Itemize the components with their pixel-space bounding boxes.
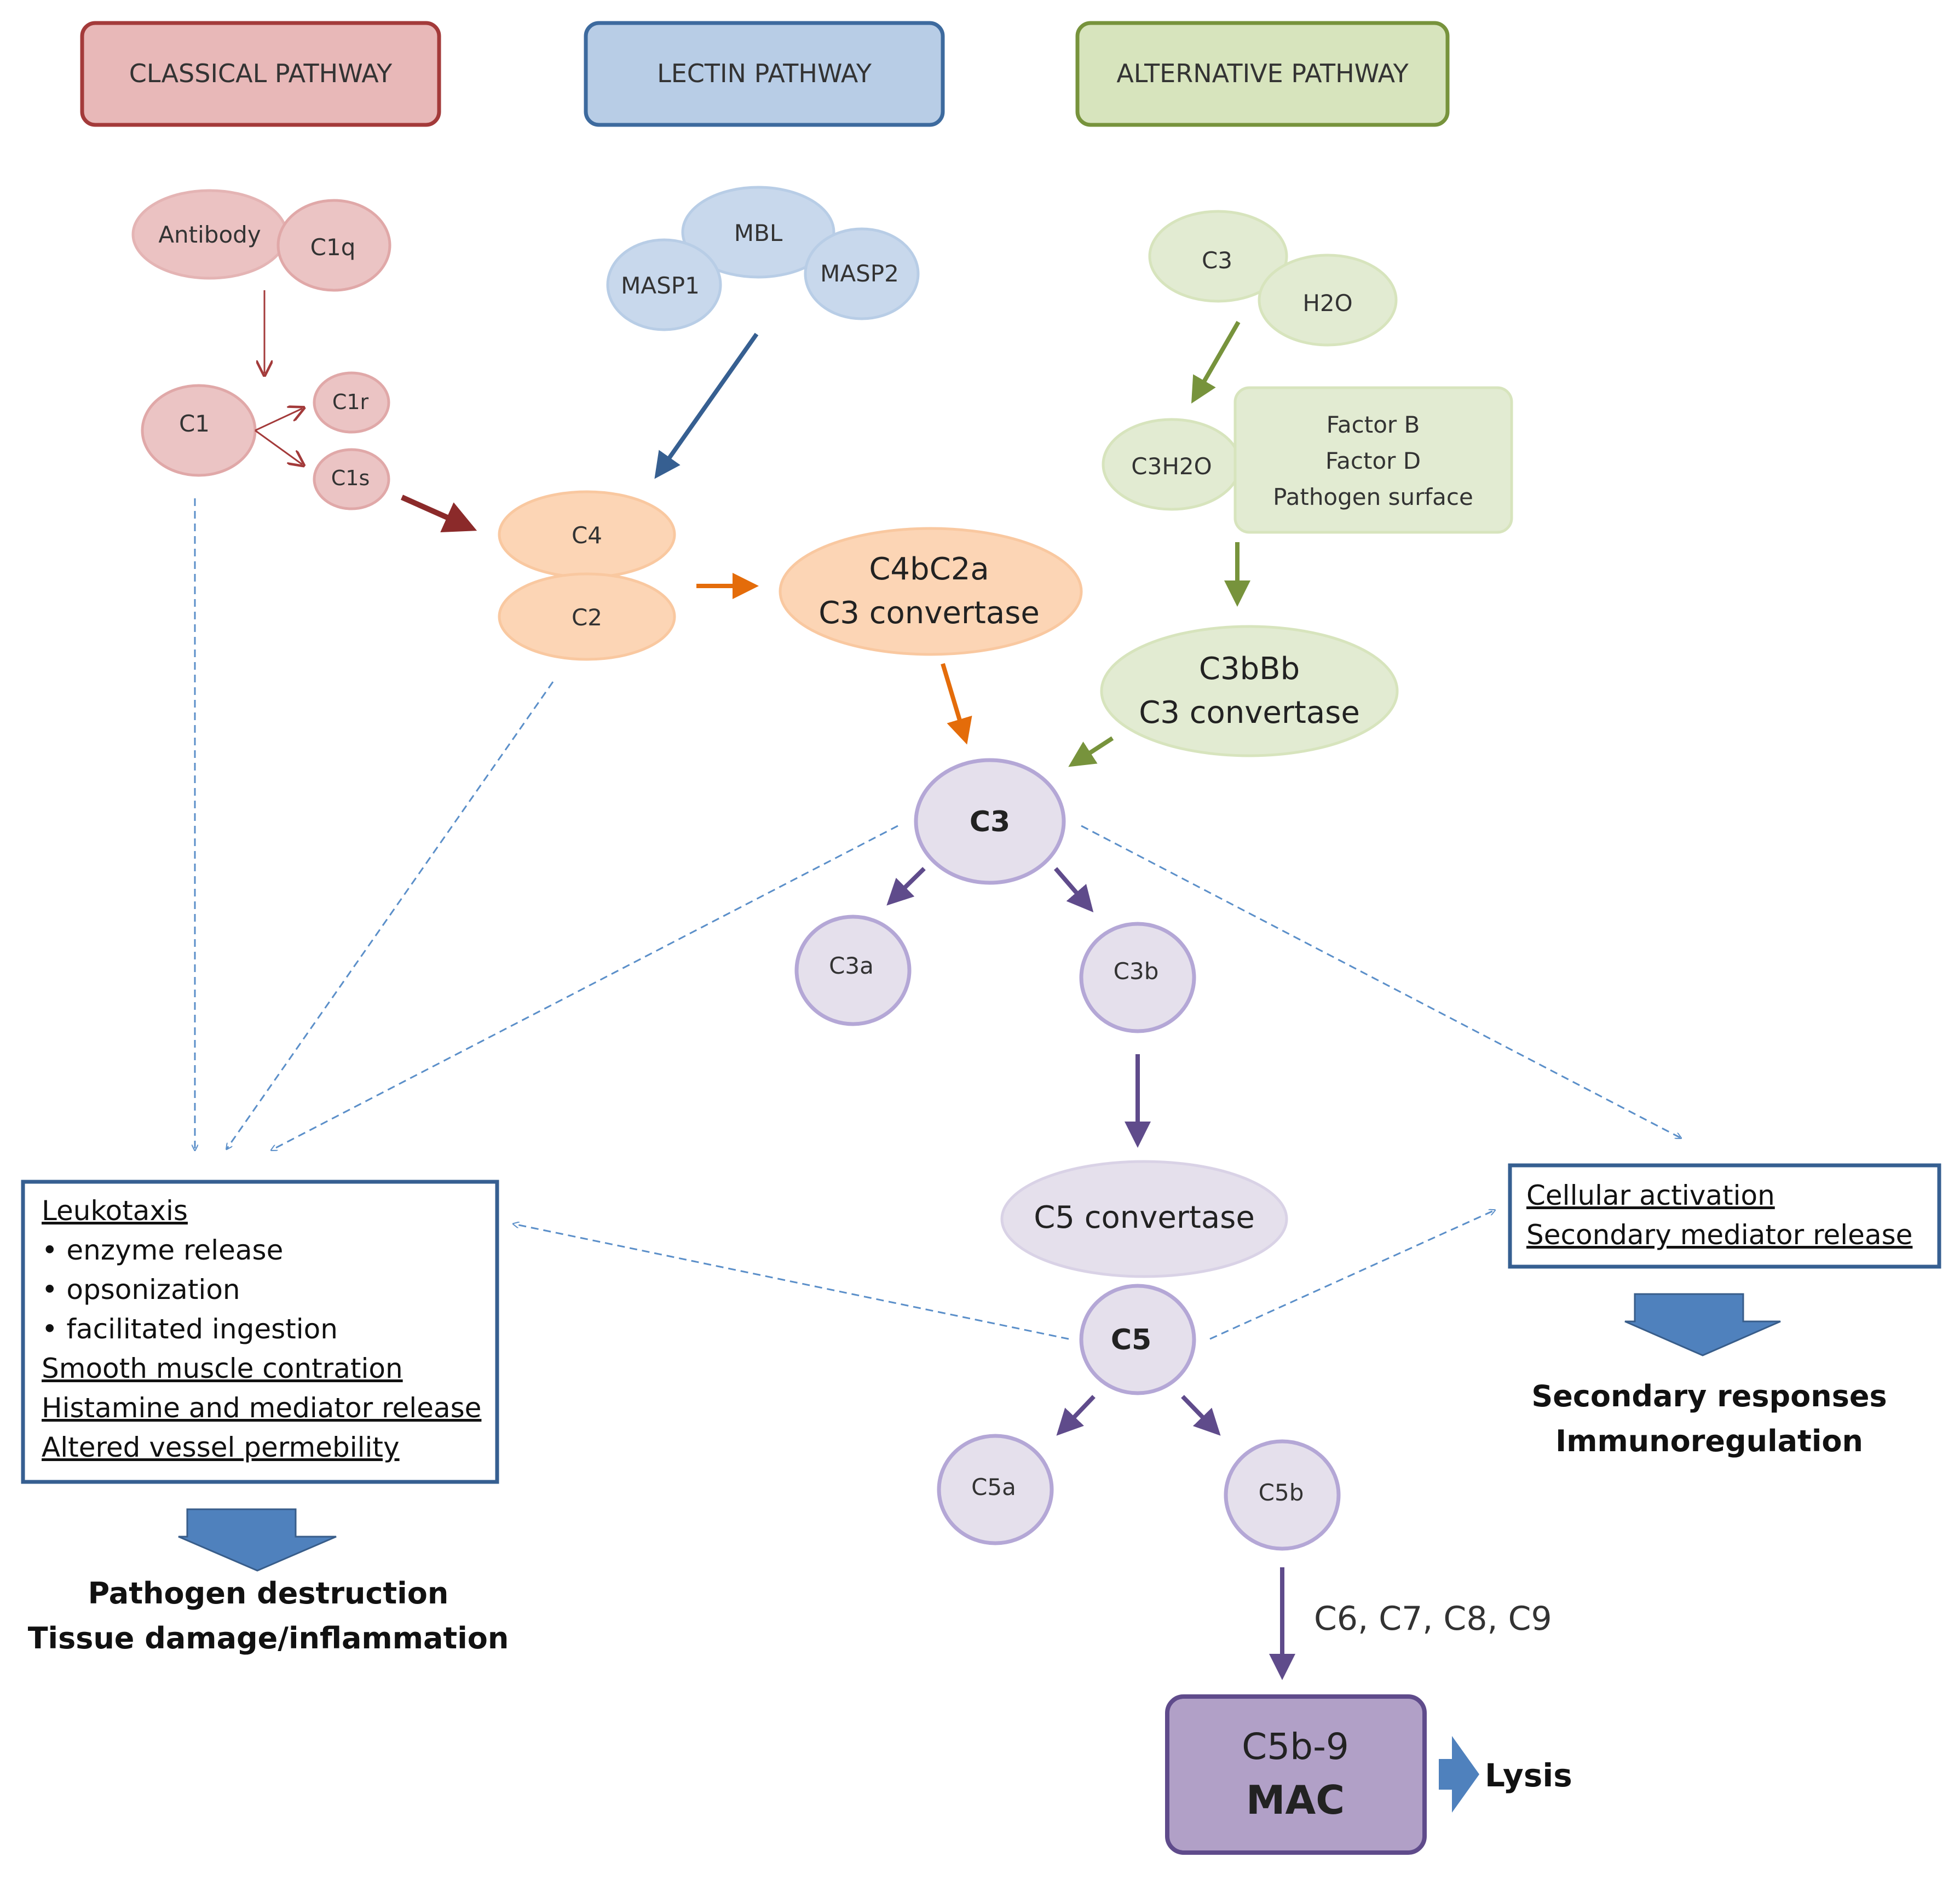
c3-label: C3 [970,806,1010,838]
mac-box: C5b-9 MAC [1165,1694,1427,1855]
c1-label: C1 [179,410,210,437]
c2-to-effects-dashed-arrow [227,681,554,1149]
c5-convertase-label: C5 convertase [1034,1200,1255,1235]
c4-label: C4 [572,522,602,549]
c3h2o-label: C3H2O [1131,453,1212,480]
mac-top-label: C5b-9 [1242,1726,1349,1768]
alt-c3-label: C3 [1202,247,1232,274]
mbl-node: MBL [681,186,835,279]
right-outcome-line: Immunoregulation [1555,1424,1863,1458]
c5-label: C5 [1111,1324,1151,1356]
pathogen-surface-label: Pathogen surface [1273,484,1473,510]
lectin-pathway-label: LECTIN PATHWAY [657,59,872,88]
alternative-pathway-header: ALTERNATIVE PATHWAY [1075,21,1450,127]
alternative-pathway-label: ALTERNATIVE PATHWAY [1116,59,1409,88]
factors-box: Factor B Factor D Pathogen surface [1233,386,1513,534]
mac-bottom-label: MAC [1246,1777,1345,1823]
left-effect-line: • opsonization [42,1274,240,1306]
right-outcome-line: Secondary responses [1531,1379,1887,1413]
h2o-label: H2O [1302,290,1352,317]
c1-to-c1r-arrow [255,409,302,432]
c1r-label: C1r [332,390,369,414]
masp2-label: MASP2 [820,260,899,287]
lectin-pathway-header: LECTIN PATHWAY [584,21,945,127]
c3bbb-convertase-label: C3 convertase [1139,695,1360,731]
c3-to-c3a-arrow [886,867,926,906]
factor-b-label: Factor B [1327,411,1420,438]
c5-to-effects-dashed-arrow [514,1224,1069,1340]
c5-to-c5b-arrow [1181,1395,1221,1436]
c5-node: C5 [1079,1284,1196,1395]
left-outcome-line: Pathogen destruction [88,1576,449,1611]
right-outcome-arrow-icon [1624,1293,1781,1356]
c1q-node: C1q [276,199,391,292]
c4bc2a-convertase-label: C3 convertase [818,595,1040,631]
classical-pathway-label: CLASSICAL PATHWAY [129,59,393,88]
c3bbb-label: C3bBb [1199,651,1300,687]
c5-to-cellular-dashed-arrow [1209,1210,1495,1340]
left-effect-line: Altered vessel permebility [42,1431,400,1463]
left-effect-line: Smooth muscle contration [42,1353,403,1384]
left-outcome-arrow-icon [178,1508,337,1572]
left-outcome-line: Tissue damage/inflammation [28,1621,509,1655]
dashed-effect-arrows [195,498,1681,1340]
mbl-label: MBL [734,220,783,246]
lysis-arrow-icon [1439,1736,1479,1813]
c1s-node: C1s [313,448,390,510]
c3a-node: C3a [794,915,912,1026]
factor-d-label: Factor D [1325,447,1421,474]
c1q-label: C1q [310,234,356,261]
c4-node: C4 [498,490,676,579]
masp1-label: MASP1 [621,272,700,299]
c3b-label: C3b [1114,958,1159,985]
c5-to-c5a-arrow [1056,1395,1096,1436]
c3-to-effects-dashed-arrow [272,825,898,1150]
right-effects-box: Cellular activation Secondary mediator r… [1508,1163,1941,1269]
left-effects-box: Leukotaxis • enzyme release • opsonizati… [21,1180,499,1484]
c3a-label: C3a [829,952,874,979]
antibody-node: Antibody [131,189,288,280]
terminal-components-label: C6, C7, C8, C9 [1314,1600,1552,1638]
left-effect-line: Leukotaxis [42,1195,188,1227]
c5b-node: C5b [1224,1439,1341,1551]
antibody-label: Antibody [158,221,261,248]
right-effect-line: Cellular activation [1526,1180,1775,1211]
h2o-node: H2O [1258,254,1398,347]
c1s-to-c4-arrow [400,495,477,533]
right-effect-line: Secondary mediator release [1526,1219,1912,1251]
c1r-node: C1r [313,371,390,434]
left-effect-line: • enzyme release [42,1234,283,1266]
c3-h2o-to-c3h2o-arrow [1191,320,1241,404]
c4bc2a-label: C4bC2a [869,551,989,587]
c2-label: C2 [572,604,602,631]
lectin-to-c4-arrow [654,332,759,479]
c3b-node: C3b [1079,922,1196,1033]
c3h2o-node: C3H2O [1102,418,1242,511]
masp2-node: MASP2 [804,227,920,320]
c5a-label: C5a [971,1474,1016,1500]
c5-convertase-node: C5 convertase [1000,1160,1288,1278]
c2-node: C2 [498,572,676,661]
c1-node: C1 [141,384,257,477]
c1s-label: C1s [331,466,370,490]
c3-to-c3b-arrow [1053,867,1094,913]
c5b-label: C5b [1259,1479,1304,1506]
c4bc2a-to-c3-arrow [941,663,972,745]
c1-to-c1s-arrow [255,429,302,464]
masp1-node: MASP1 [606,238,722,331]
classical-pathway-header: CLASSICAL PATHWAY [80,21,441,127]
c3bbb-convertase-node: C3bBb C3 convertase [1100,625,1399,757]
c3-node: C3 [914,758,1066,885]
alt-c3-node: C3 [1148,210,1288,303]
left-effect-line: Histamine and mediator release [42,1392,481,1424]
c4bc2a-convertase-node: C4bC2a C3 convertase [779,527,1083,656]
c5a-node: C5a [937,1434,1054,1545]
lysis-label: Lysis [1485,1757,1572,1794]
left-effect-line: • facilitated ingestion [42,1313,338,1345]
c3bbb-to-c3-arrow [1068,736,1114,767]
